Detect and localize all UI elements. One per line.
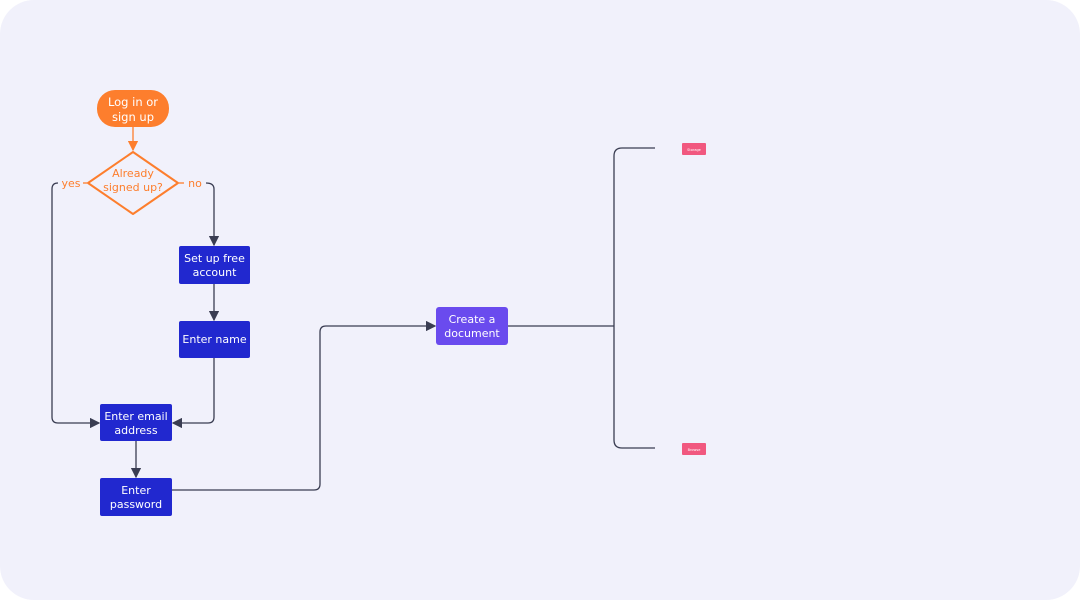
node-enter-password[interactable]: Enter password: [100, 478, 172, 516]
node-enter-email[interactable]: Enter email address: [100, 404, 172, 441]
tag-bottom-label: Browse: [688, 448, 701, 452]
node-setup-line2: account: [193, 266, 238, 279]
connector-no: [205, 182, 220, 247]
node-password-line1: Enter: [121, 484, 151, 497]
node-enter-name[interactable]: Enter name: [179, 321, 250, 358]
tag-top[interactable]: Storage: [682, 143, 706, 155]
node-decision[interactable]: Already signed up?: [87, 151, 179, 215]
node-create-line1: Create a: [449, 313, 496, 326]
node-email-line2: address: [114, 424, 157, 437]
tag-bottom[interactable]: Browse: [682, 443, 706, 455]
connector-name-email: [171, 358, 215, 429]
node-name-line1: Enter name: [182, 333, 246, 346]
node-start-line1: Log in or: [108, 95, 158, 109]
connector-yes: [51, 182, 101, 429]
label-no: no: [188, 177, 202, 190]
tag-top-label: Storage: [687, 148, 701, 152]
node-setup-account[interactable]: Set up free account: [179, 246, 250, 284]
node-create-line2: document: [444, 327, 500, 340]
node-decision-line2: signed up?: [103, 181, 163, 194]
node-start[interactable]: Log in or sign up: [97, 90, 169, 127]
node-password-line2: password: [110, 498, 162, 511]
connector-branch-top: [613, 147, 655, 449]
label-yes: yes: [61, 177, 80, 190]
node-email-line1: Enter email: [104, 410, 167, 423]
connector-password-create: [172, 320, 437, 491]
node-start-line2: sign up: [112, 110, 154, 124]
node-decision-line1: Already: [112, 167, 154, 180]
node-create-document[interactable]: Create a document: [436, 307, 508, 345]
node-setup-line1: Set up free: [184, 252, 245, 265]
